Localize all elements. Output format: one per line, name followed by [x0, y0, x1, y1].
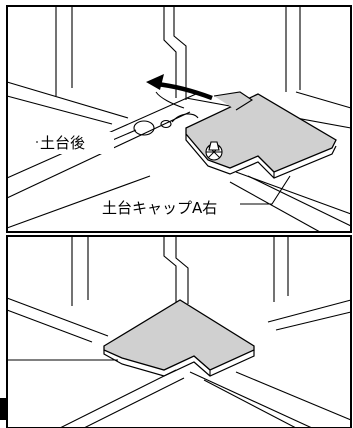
base-cap-installed-notch — [193, 355, 211, 376]
base-edge-right — [189, 371, 313, 428]
base-edge-right-2 — [229, 181, 321, 233]
panel-top-frame — [6, 5, 352, 233]
base-edge-front — [59, 369, 177, 428]
panel-top — [6, 5, 352, 233]
corner-post-edge — [163, 236, 177, 302]
page-marker — [0, 398, 8, 420]
base-cap-a-right-side — [185, 134, 337, 179]
label-bg-base-rear — [38, 132, 114, 154]
panel-bottom — [6, 235, 352, 428]
wall-floor-line-right-2 — [295, 91, 352, 109]
wall-floor-line-left-2 — [6, 95, 113, 125]
base-cap-a-right — [185, 93, 337, 173]
wall-floor-line-right-2 — [275, 311, 352, 331]
corner-post-edge-2 — [175, 236, 189, 304]
screw-icon — [205, 141, 223, 161]
base-hole-small — [160, 119, 172, 129]
corner-post-edge — [163, 6, 177, 98]
base-edge-front-2 — [6, 111, 191, 199]
label-base-cap-right: 土台キャップA右 — [102, 199, 217, 217]
base-cap-tab — [213, 91, 254, 111]
base-edge-front-3 — [6, 175, 151, 229]
panel-bottom-frame — [6, 235, 352, 428]
wall-floor-line-left — [6, 297, 109, 337]
base-hole — [133, 120, 155, 136]
base-edge-right-2 — [203, 379, 297, 428]
base-cap-installed-side — [103, 350, 255, 377]
wall-floor-line-left-2 — [6, 309, 93, 343]
wall-floor-line-right — [267, 299, 352, 323]
arrow-icon — [146, 74, 213, 109]
label-base-rear: 土台後 — [40, 134, 85, 152]
slot-curve — [171, 113, 199, 123]
base-edge-right-3 — [235, 371, 352, 421]
base-cap-notch — [257, 155, 275, 178]
base-edge-right-3 — [247, 175, 352, 227]
label-bg-base-cap — [100, 197, 240, 219]
wall-floor-line-left — [6, 81, 129, 119]
base-cap-installed — [103, 299, 255, 371]
corner-post-edge-2 — [173, 6, 187, 100]
base-edge-front-2 — [83, 377, 185, 428]
